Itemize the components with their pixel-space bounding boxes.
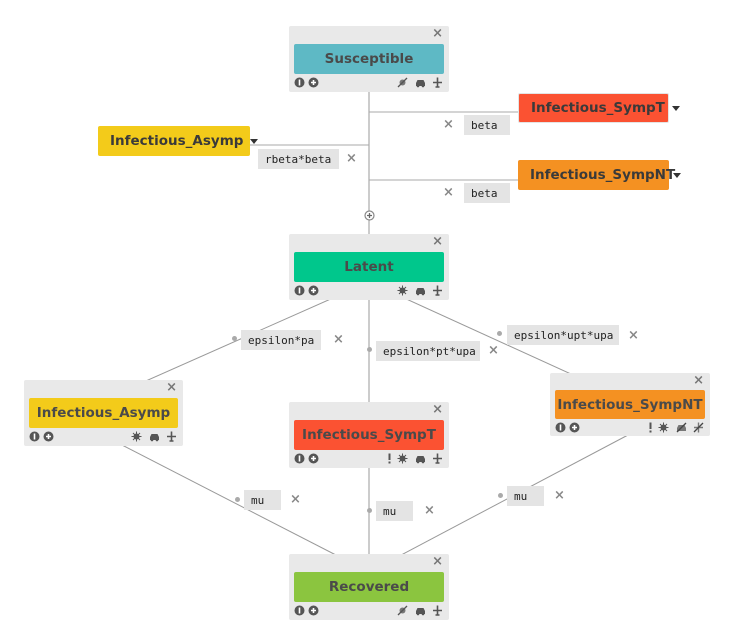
compartment-label[interactable]: Susceptible — [294, 44, 444, 74]
add-icon[interactable] — [308, 77, 319, 88]
infectious-sympt-card: × Infectious_SympT — [289, 402, 449, 468]
handle-dot[interactable] — [235, 497, 240, 502]
info-icon[interactable] — [294, 77, 305, 88]
close-icon[interactable]: × — [432, 554, 443, 569]
compartment-label[interactable]: Infectious_SympNT — [555, 390, 705, 419]
close-icon[interactable]: × — [432, 234, 443, 249]
airplane-icon[interactable] — [432, 453, 443, 464]
add-icon[interactable] — [308, 285, 319, 296]
info-icon[interactable] — [555, 422, 566, 433]
airplane-icon[interactable] — [432, 77, 443, 88]
compartment-label[interactable]: Latent — [294, 252, 444, 282]
car-icon[interactable] — [415, 285, 426, 296]
virus-icon[interactable] — [397, 453, 408, 464]
car-icon[interactable] — [149, 431, 160, 442]
add-icon[interactable] — [569, 422, 580, 433]
virus-icon[interactable] — [131, 431, 142, 442]
add-icon[interactable] — [308, 605, 319, 616]
handle-dot[interactable] — [497, 331, 502, 336]
remove-transition-icon[interactable]: × — [333, 332, 344, 347]
airplane-icon[interactable] — [432, 285, 443, 296]
infectious-sympnt-card: × Infectious_SympNT — [550, 373, 710, 436]
rate-label[interactable]: mu — [244, 490, 281, 510]
car-disabled-icon[interactable] — [676, 422, 687, 433]
remove-transition-icon[interactable]: × — [346, 151, 357, 166]
rate-label[interactable]: beta — [464, 115, 510, 135]
rate-label[interactable]: epsilon*pt*upa — [376, 341, 480, 361]
rate-label[interactable]: mu — [376, 501, 413, 521]
virus-disabled-icon[interactable] — [397, 77, 408, 88]
add-junction-icon[interactable] — [364, 210, 375, 221]
virus-disabled-icon[interactable] — [397, 605, 408, 616]
handle-dot[interactable] — [232, 336, 237, 341]
remove-transition-icon[interactable]: × — [628, 328, 639, 343]
dropdown-label: Infectious_SympNT — [530, 167, 676, 183]
car-icon[interactable] — [415, 453, 426, 464]
virus-icon[interactable] — [658, 422, 669, 433]
recovered-card: × Recovered — [289, 554, 449, 620]
remove-transition-icon[interactable]: × — [443, 117, 454, 132]
handle-dot[interactable] — [367, 508, 372, 513]
car-icon[interactable] — [415, 77, 426, 88]
close-icon[interactable]: × — [432, 402, 443, 417]
caret-down-icon — [673, 172, 682, 178]
remove-transition-icon[interactable]: × — [488, 343, 499, 358]
close-icon[interactable]: × — [166, 380, 177, 395]
rate-label[interactable]: epsilon*pa — [241, 330, 321, 350]
infector-asymp-dropdown[interactable]: Infectious_Asymp — [98, 126, 259, 156]
remove-transition-icon[interactable]: × — [290, 492, 301, 507]
rate-label[interactable]: epsilon*upt*upa — [507, 325, 619, 345]
handle-dot[interactable] — [367, 347, 372, 352]
dropdown-label: Infectious_Asymp — [110, 133, 244, 149]
caret-down-icon — [671, 105, 680, 111]
infectious-asymp-card: × Infectious_Asymp — [24, 380, 183, 446]
car-icon[interactable] — [415, 605, 426, 616]
infector-sympnt-dropdown[interactable]: Infectious_SympNT — [518, 160, 682, 190]
rate-label[interactable]: beta — [464, 183, 510, 203]
sympnt-recovered-line — [368, 434, 629, 573]
infector-sympt-dropdown[interactable]: Infectious_SympT — [518, 93, 680, 123]
add-icon[interactable] — [308, 453, 319, 464]
airplane-disabled-icon[interactable] — [693, 422, 704, 433]
symptom-icon[interactable] — [645, 422, 656, 433]
airplane-icon[interactable] — [166, 431, 177, 442]
info-icon[interactable] — [294, 453, 305, 464]
info-icon[interactable] — [294, 285, 305, 296]
latent-card: × Latent — [289, 234, 449, 300]
rate-label[interactable]: mu — [507, 486, 544, 506]
handle-dot[interactable] — [498, 493, 503, 498]
caret-down-icon — [250, 138, 259, 144]
virus-icon[interactable] — [397, 285, 408, 296]
remove-transition-icon[interactable]: × — [554, 488, 565, 503]
close-icon[interactable]: × — [432, 26, 443, 41]
close-icon[interactable]: × — [693, 373, 704, 388]
rate-label[interactable]: rbeta*beta — [258, 149, 339, 169]
remove-transition-icon[interactable]: × — [424, 503, 435, 518]
info-icon[interactable] — [294, 605, 305, 616]
add-icon[interactable] — [43, 431, 54, 442]
remove-transition-icon[interactable]: × — [443, 185, 454, 200]
info-icon[interactable] — [29, 431, 40, 442]
dropdown-label: Infectious_SympT — [531, 100, 665, 116]
symptom-icon[interactable] — [384, 453, 395, 464]
susceptible-card: × Susceptible — [289, 26, 449, 92]
airplane-icon[interactable] — [432, 605, 443, 616]
compartment-label[interactable]: Infectious_Asymp — [29, 398, 178, 428]
compartment-label[interactable]: Infectious_SympT — [294, 420, 444, 450]
compartment-label[interactable]: Recovered — [294, 572, 444, 602]
